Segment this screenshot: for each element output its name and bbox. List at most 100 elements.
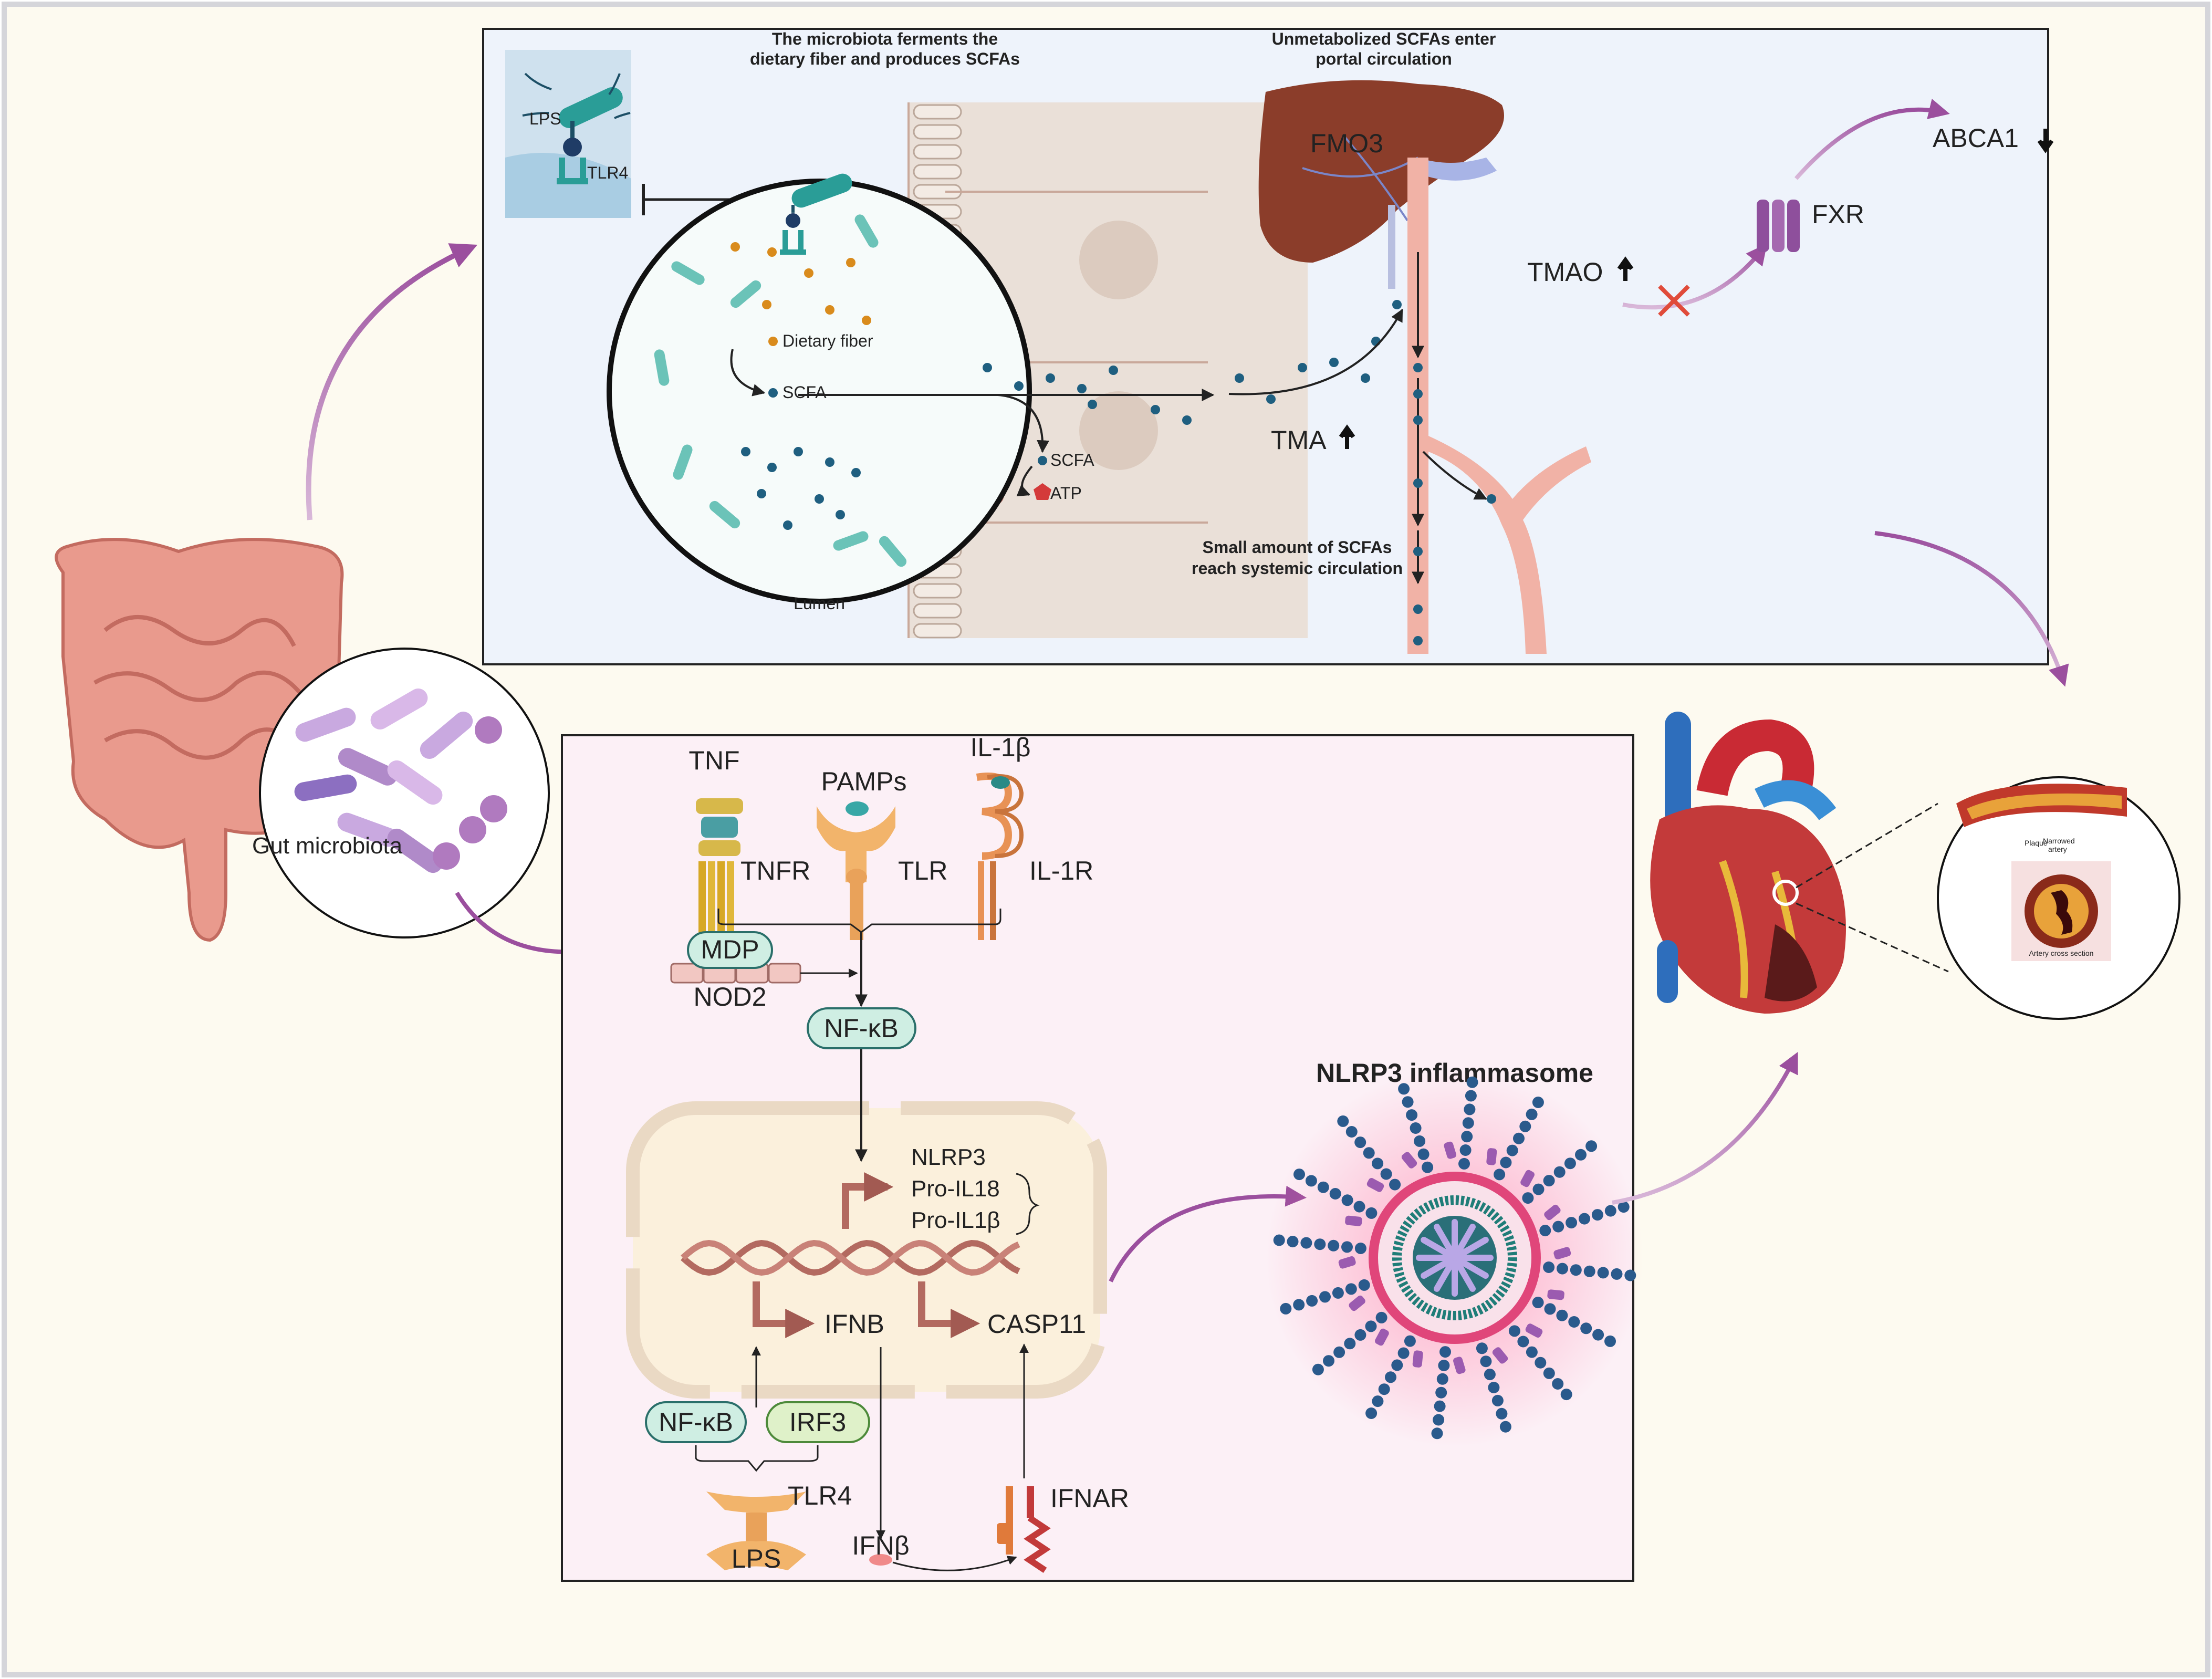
inflammasome-to-heart-arrow bbox=[1612, 1051, 1798, 1205]
inflammasome-bead bbox=[1553, 1166, 1566, 1178]
lumen-bacterium bbox=[879, 536, 907, 567]
travel-dot bbox=[983, 363, 992, 372]
ifnar-receptor bbox=[997, 1486, 1051, 1573]
gut-microbiota-label: Gut microbiota bbox=[252, 833, 403, 859]
inflammasome-bead bbox=[1365, 1320, 1377, 1332]
inset-tlr4-label: TLR4 bbox=[587, 163, 628, 182]
portal-title-line2: portal circulation bbox=[1316, 49, 1452, 68]
ifnar-label: IFNAR bbox=[1050, 1484, 1129, 1513]
inflammasome-bead bbox=[1580, 1322, 1592, 1334]
irf3-label: IRF3 bbox=[789, 1407, 846, 1437]
casp11-gene-arrow bbox=[918, 1281, 980, 1338]
systemic-line1: Small amount of SCFAs bbox=[1203, 538, 1392, 557]
inflammasome-bead bbox=[1314, 1238, 1326, 1250]
inflammasome-bead bbox=[1624, 1269, 1636, 1281]
inflammasome-bead bbox=[1560, 1389, 1572, 1401]
inflammasome-bead bbox=[1543, 1175, 1555, 1187]
inflammasome-bead bbox=[1535, 1357, 1547, 1369]
travel-dot bbox=[1088, 400, 1097, 409]
ifnb-gene-arrow bbox=[753, 1281, 815, 1338]
inflammasome-adaptor bbox=[1412, 1350, 1423, 1368]
inflammasome-adaptor bbox=[1345, 1215, 1362, 1226]
inflammasome-bead bbox=[1305, 1175, 1317, 1187]
cross-section-label: Artery cross section bbox=[2029, 949, 2094, 957]
inflammasome-bead bbox=[1438, 1360, 1450, 1371]
inflammasome-bead bbox=[1517, 1336, 1529, 1348]
inflammasome-bead bbox=[1592, 1329, 1604, 1341]
inflammasome-bead bbox=[1579, 1213, 1590, 1225]
inflammasome-bead bbox=[1402, 1096, 1414, 1108]
scfa-particle bbox=[783, 520, 792, 530]
inflammasome-bead bbox=[1398, 1083, 1410, 1095]
inflammasome-bead bbox=[1480, 1355, 1492, 1368]
villus bbox=[913, 124, 962, 140]
inflammasome-bead bbox=[1358, 1279, 1370, 1291]
abca1-label: ABCA1 bbox=[1933, 123, 2019, 153]
inflammasome-bead bbox=[1372, 1395, 1384, 1407]
inflammasome-bead bbox=[1439, 1346, 1451, 1358]
inflammasome-bead bbox=[1436, 1373, 1448, 1385]
inflammasome-adaptor bbox=[1349, 1295, 1365, 1311]
fiber-particle bbox=[731, 242, 740, 252]
gut-bacterium bbox=[294, 774, 357, 801]
inflammasome-bead bbox=[1557, 1263, 1568, 1275]
mdp-label: MDP bbox=[701, 935, 759, 964]
travel-dot bbox=[1014, 381, 1024, 391]
fiber-to-scfa-arrow bbox=[730, 349, 766, 397]
inflammasome-adaptor bbox=[1553, 1247, 1571, 1259]
il1r-label: IL-1R bbox=[1029, 856, 1093, 885]
scfa-dots bbox=[983, 300, 1402, 425]
nfkb-top-label: NF-κB bbox=[824, 1014, 899, 1043]
tmao-label: TMAO bbox=[1527, 257, 1603, 287]
lumen-bacterium bbox=[730, 280, 761, 308]
scfa-particle bbox=[741, 447, 750, 456]
gut-bacterium bbox=[387, 828, 443, 873]
travel-dot bbox=[1235, 373, 1244, 383]
fiber-particle bbox=[762, 300, 771, 309]
tlr4-receptor bbox=[706, 1492, 806, 1570]
gut-coccus bbox=[475, 716, 502, 744]
gut-bacterium bbox=[337, 812, 398, 847]
gut-coccus bbox=[459, 816, 486, 843]
inflammasome-bead bbox=[1532, 1183, 1545, 1195]
lumen-bacterium bbox=[709, 500, 740, 529]
inflammasome-bead bbox=[1293, 1169, 1305, 1181]
inflammasome-bead bbox=[1543, 1261, 1555, 1273]
gut-bacterium bbox=[295, 707, 356, 742]
scfa-dot bbox=[768, 388, 778, 398]
tnfr-label: TNFR bbox=[740, 856, 810, 885]
inflammasome-bead bbox=[1476, 1342, 1488, 1354]
inflammasome-bead bbox=[1375, 1311, 1387, 1323]
inflammasome-bead bbox=[1354, 1243, 1366, 1254]
lumen-label: Lumen bbox=[794, 594, 845, 613]
inflammasome-core-spokes bbox=[1416, 1219, 1494, 1297]
inflammasome-bead bbox=[1506, 1144, 1518, 1156]
inflammasome-bead bbox=[1389, 1179, 1401, 1191]
inflammasome-adaptor bbox=[1453, 1357, 1466, 1374]
scfa-particle bbox=[815, 494, 824, 504]
villus bbox=[913, 583, 962, 599]
inflammasome-bead bbox=[1532, 1097, 1544, 1108]
inflammasome-adaptor bbox=[1486, 1148, 1497, 1165]
vessel-dot bbox=[1413, 389, 1423, 399]
zoom-line-bottom bbox=[1796, 902, 1949, 973]
tma-up-arrow bbox=[1339, 424, 1355, 449]
vessel-dot bbox=[1413, 636, 1423, 645]
irf3-badge bbox=[766, 1401, 870, 1443]
gut-coccus bbox=[480, 795, 507, 822]
inflammasome-adaptor bbox=[1525, 1323, 1543, 1338]
gut-to-top-arrow bbox=[306, 243, 478, 520]
travel-dot bbox=[1109, 366, 1118, 375]
inflammasome-bead bbox=[1410, 1122, 1422, 1134]
artery-cross-lumen bbox=[2051, 890, 2073, 935]
inflammasome-bead bbox=[1341, 1241, 1353, 1253]
il1r-receptor bbox=[976, 773, 1024, 940]
inflammasome-bead bbox=[1293, 1299, 1305, 1311]
inflammasome-bead bbox=[1287, 1236, 1299, 1248]
top-to-heart-arrow bbox=[1874, 531, 2069, 687]
inflammasome-bead bbox=[1433, 1414, 1445, 1426]
inflammasome-bead bbox=[1466, 1076, 1478, 1088]
heart bbox=[1650, 712, 1846, 1014]
inflammasome-bead bbox=[1328, 1239, 1340, 1252]
